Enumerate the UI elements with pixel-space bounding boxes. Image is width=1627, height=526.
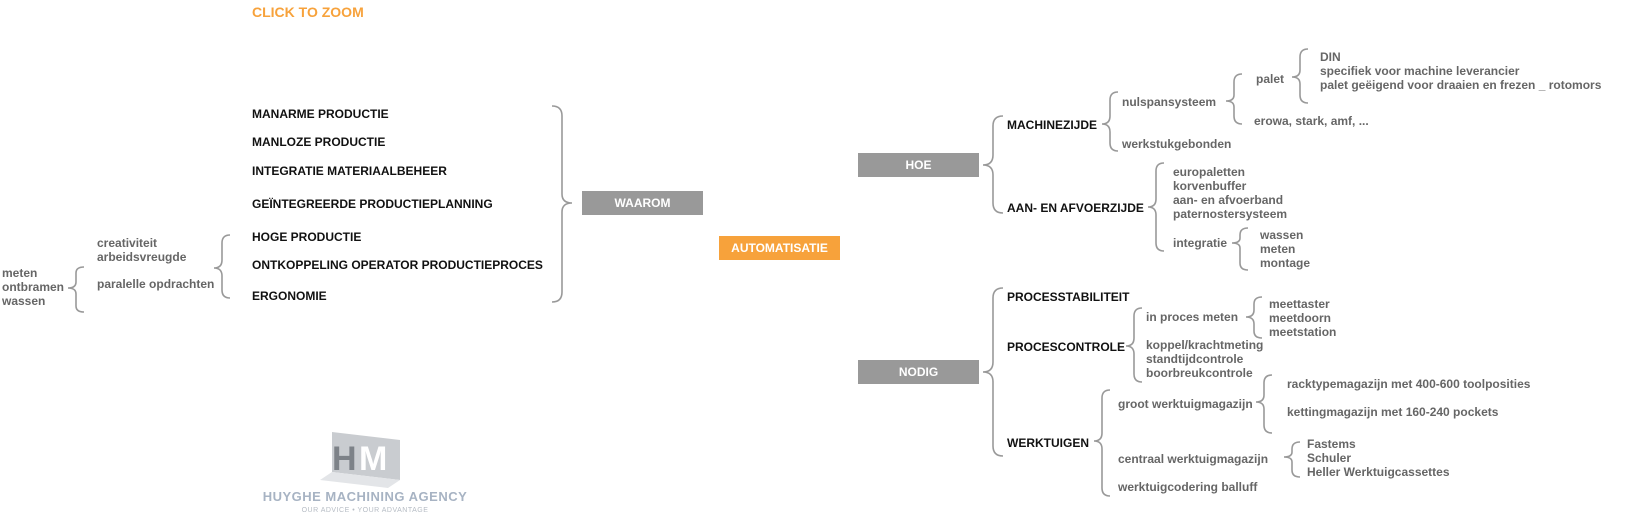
item-koppel: koppel/krachtmeting [1146, 338, 1264, 352]
item-schuler: Schuler [1307, 451, 1352, 465]
logo-name: HUYGHE MACHINING AGENCY [262, 489, 468, 504]
item-meetstation: meetstation [1269, 325, 1337, 339]
brace-palet [1291, 48, 1309, 104]
item-wassen: wassen [2, 294, 46, 308]
item-erowa: erowa, stark, amf, ... [1254, 114, 1369, 128]
brace-nulspansysteem [1225, 73, 1243, 125]
item-groot-magazijn: groot werktuigmagazijn [1118, 397, 1253, 411]
item-boorbreuk: boorbreukcontrole [1146, 366, 1253, 380]
item-palet: palet [1256, 72, 1285, 86]
item-ontbramen: ontbramen [2, 280, 65, 294]
reason-ergonomie: ERGONOMIE [252, 289, 327, 303]
item-werkstukgebonden: werkstukgebonden [1122, 137, 1232, 151]
huyghe-logo: H M HUYGHE MACHINING AGENCY OUR ADVICE •… [260, 428, 470, 518]
item-meettaster: meettaster [1269, 297, 1330, 311]
item-specifiek: specifiek voor machine leverancier [1320, 64, 1520, 78]
item-codering: werktuigcodering balluff [1118, 480, 1258, 494]
brace-hoge-productie [213, 234, 231, 299]
reason-hoge-productie: HOGE PRODUCTIE [252, 230, 362, 244]
branch-procescontrole: PROCESCONTROLE [1007, 340, 1126, 354]
item-creativiteit: creativiteit [97, 236, 158, 250]
item-meten: meten [2, 266, 38, 280]
brace-machinezijde [1101, 91, 1119, 152]
item-in-proces-meten: in proces meten [1146, 310, 1239, 324]
item-nulspansysteem: nulspansysteem [1122, 95, 1217, 109]
item-europaletten: europaletten [1173, 165, 1246, 179]
click-to-zoom-link[interactable]: CLICK TO ZOOM [252, 4, 364, 20]
item-centraal-magazijn: centraal werktuigmagazijn [1118, 452, 1269, 466]
brace-hoe [982, 115, 1004, 214]
item-int-meten: meten [1260, 242, 1296, 256]
node-waarom[interactable]: WAAROM [582, 191, 703, 215]
branch-machinezijde: MACHINEZIJDE [1007, 118, 1098, 132]
brace-nodig [982, 287, 1004, 457]
item-integratie: integratie [1173, 236, 1228, 250]
svg-text:H: H [332, 440, 357, 478]
item-paralelle-opdrachten: paralelle opdrachten [97, 277, 215, 291]
node-automatisatie[interactable]: AUTOMATISATIE [719, 236, 840, 260]
branch-processtabiliteit: PROCESSTABILITEIT [1007, 290, 1130, 304]
brace-waarom [551, 105, 573, 303]
item-korvenbuffer: korvenbuffer [1173, 179, 1247, 193]
brace-integratie [1231, 227, 1249, 271]
branch-werktuigen: WERKTUIGEN [1007, 436, 1089, 450]
item-meetdoorn: meetdoorn [1269, 311, 1332, 325]
brace-aanafvoer [1147, 162, 1165, 252]
item-fastems: Fastems [1307, 437, 1356, 451]
node-nodig[interactable]: NODIG [858, 360, 979, 384]
reason-integratie: INTEGRATIE MATERIAALBEHEER [252, 164, 447, 178]
reason-planning: GEÏNTEGREERDE PRODUCTIEPLANNING [252, 197, 493, 211]
item-standtijd: standtijdcontrole [1146, 352, 1244, 366]
item-palet-geeigend: palet geëigend voor draaien en frezen _ … [1320, 78, 1602, 92]
item-din: DIN [1320, 50, 1341, 64]
brace-werktuigen [1093, 389, 1111, 497]
item-paternostersysteem: paternostersysteem [1173, 207, 1288, 221]
item-int-wassen: wassen [1260, 228, 1304, 242]
item-aan-afvoerband: aan- en afvoerband [1173, 193, 1284, 207]
reason-ontkoppeling: ONTKOPPELING OPERATOR PRODUCTIEPROCES [252, 258, 543, 272]
brace-in-proces [1245, 296, 1263, 339]
node-hoe[interactable]: HOE [858, 153, 979, 177]
reason-manarme: MANARME PRODUCTIE [252, 107, 389, 121]
svg-text:M: M [359, 440, 387, 478]
item-int-montage: montage [1260, 256, 1311, 270]
item-arbeidsvreugde: arbeidsvreugde [97, 250, 187, 264]
reason-manloze: MANLOZE PRODUCTIE [252, 135, 386, 149]
branch-aanafvoer: AAN- EN AFVOERZIJDE [1007, 201, 1144, 215]
brace-paralelle [67, 266, 85, 313]
hm-logo-mark: H M [320, 432, 400, 488]
item-kettingmagazijn: kettingmagazijn met 160-240 pockets [1287, 405, 1499, 419]
item-heller: Heller Werktuigcassettes [1307, 465, 1450, 479]
brace-centraal [1283, 441, 1301, 478]
logo-tagline: OUR ADVICE • YOUR ADVANTAGE [301, 507, 429, 514]
brace-procescontrole [1125, 307, 1143, 383]
item-racktype: racktypemagazijn met 400-600 toolpositie… [1287, 377, 1531, 391]
brace-groot [1255, 374, 1273, 434]
